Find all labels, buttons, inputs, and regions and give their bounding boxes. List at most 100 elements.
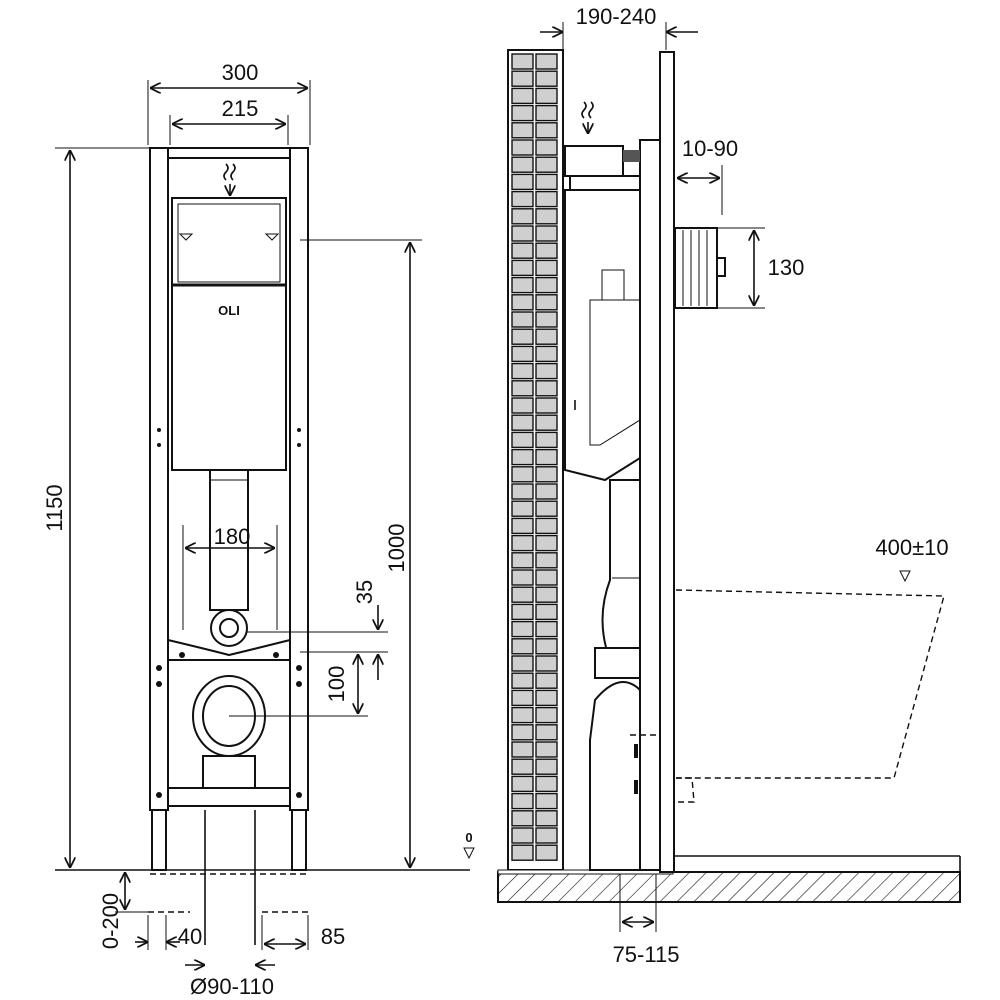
water-inlet-icon [223, 163, 236, 196]
brick-tile [511, 620, 534, 638]
dim-drain-diameter: Ø90-110 [190, 974, 274, 999]
brick-tile [535, 414, 558, 431]
brick-tile [511, 139, 534, 156]
brick-tile [535, 362, 558, 380]
brick-tile [511, 362, 534, 380]
brick-tile [511, 724, 534, 741]
brick-tile [511, 741, 534, 758]
side-flush-pipe [601, 479, 641, 661]
brick-tile [511, 380, 534, 397]
brick-tile [535, 844, 558, 861]
brick-tile [535, 620, 558, 638]
brick-tile [511, 259, 534, 277]
brick-tile [511, 603, 534, 621]
brick-tile [511, 311, 534, 328]
brick-tile [511, 242, 534, 259]
brick-tile [535, 517, 558, 535]
brick-tile [511, 208, 534, 225]
brick-tile [535, 638, 558, 655]
frame-bottom-bar [167, 787, 291, 807]
brick-tile [511, 431, 534, 449]
brick-tile [535, 87, 558, 105]
dim-total-height: 1150 [42, 484, 67, 531]
brick-tile [535, 190, 558, 208]
side-frame-upright [639, 139, 661, 871]
brick-tile [511, 328, 534, 345]
wall-hung-bowl [675, 589, 945, 779]
brick-tile [535, 552, 558, 569]
dim-offset-35: 35 [352, 580, 377, 604]
brick-tile [535, 500, 558, 517]
brick-tile [511, 689, 534, 707]
brick-tile [535, 827, 558, 844]
dim-right-offset: 85 [321, 924, 345, 949]
brick-tile [511, 70, 534, 87]
brick-tile [511, 810, 534, 827]
brick-tile [535, 311, 558, 328]
brick-tile [535, 276, 558, 294]
brick-tile [511, 173, 534, 191]
side-view: 400±10 190-240 10-90 130 75-115 [497, 4, 961, 967]
brick-tile [535, 758, 558, 775]
brick-tile [511, 53, 534, 70]
upright-holes [156, 428, 302, 798]
drain-base [202, 755, 256, 789]
brick-tile [511, 156, 534, 173]
brick-tile [511, 792, 534, 810]
brick-tile [511, 414, 534, 431]
brick-tile [535, 208, 558, 225]
brick-tile [511, 87, 534, 105]
brick-tile [535, 792, 558, 810]
brick-tile [511, 552, 534, 569]
dim-floor-depth: 75-115 [613, 942, 680, 967]
brick-wall [507, 49, 564, 871]
dim-adjust-height: 0-200 [98, 893, 123, 949]
frame-right-upright [289, 147, 309, 811]
brick-tile [511, 844, 534, 861]
brick-tile [535, 345, 558, 363]
cistern-side [564, 189, 641, 482]
cistern-body [171, 197, 287, 471]
dim-inner-width: 215 [222, 96, 259, 121]
brick-tile [511, 586, 534, 603]
brick-tile [535, 242, 558, 259]
brick-tile [511, 758, 534, 775]
brick-tile [535, 672, 558, 689]
brick-tile [535, 586, 558, 603]
brick-tile [535, 569, 558, 586]
brick-tile [511, 294, 534, 311]
brick-tile [535, 810, 558, 827]
brick-tile [535, 397, 558, 414]
brick-tile [535, 328, 558, 345]
brick-tile [511, 569, 534, 586]
frame-top-bar [167, 147, 291, 159]
brick-tile [511, 397, 534, 414]
dim-frame-width: 300 [222, 60, 259, 85]
brick-tile [535, 173, 558, 191]
brick-tile [535, 122, 558, 139]
brick-tile [535, 294, 558, 311]
brick-tile [511, 466, 534, 483]
brick-tile [535, 724, 558, 741]
dim-bowl-height: 400±10 [875, 535, 948, 560]
brick-tile [511, 225, 534, 242]
brick-tile [535, 104, 558, 122]
dim-flush-height: 1000 [384, 524, 409, 573]
front-view: OLI 0 300 [42, 60, 475, 999]
brick-tile [535, 689, 558, 707]
dim-flush-plate: 130 [768, 255, 805, 280]
dim-drain-spacing: 180 [214, 524, 251, 549]
brick-tile [511, 517, 534, 535]
brick-tile [511, 483, 534, 500]
brick-tile [511, 448, 534, 466]
brick-tile [535, 775, 558, 793]
brick-tile [511, 706, 534, 724]
frame-left-upright [149, 147, 169, 811]
brick-tile [535, 466, 558, 483]
front-panel [659, 51, 675, 873]
brick-tile [511, 104, 534, 122]
brick-tile [535, 53, 558, 70]
frame-left-leg [151, 809, 167, 871]
brick-tile [511, 775, 534, 793]
dim-offset-100: 100 [324, 666, 349, 703]
